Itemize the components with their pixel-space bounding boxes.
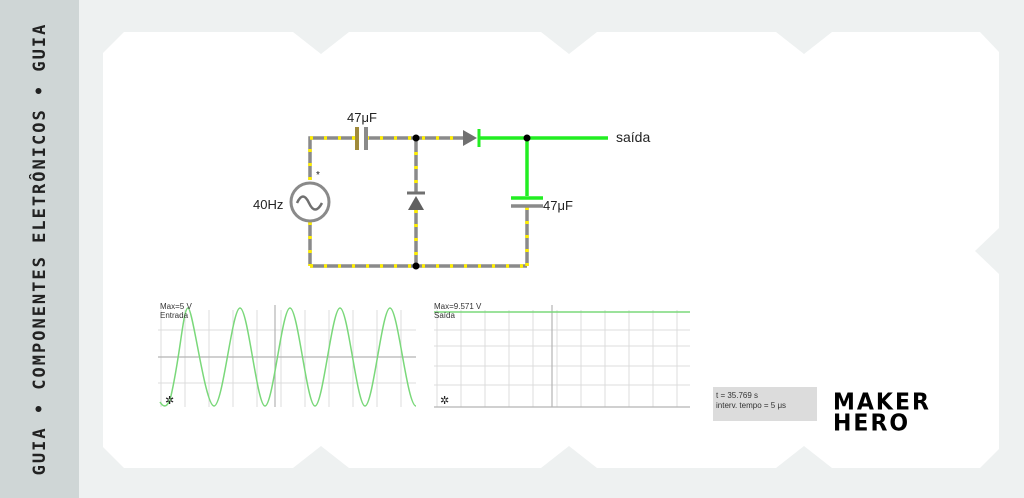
sidebar: GUIA • COMPONENTES ELETRÔNICOS • GUIA [0,0,79,498]
scope-output-grid [434,310,690,407]
logo-line-2: HERO [833,410,911,437]
scope-input-name: Entrada [160,311,189,320]
scope-input-axes [158,305,416,407]
scope-output-max: Max=9.571 V [434,302,482,311]
simulation-time: t = 35.769 s [716,391,759,400]
ac-source-icon [289,181,331,223]
capacitor-1 [355,127,368,150]
capacitor-2 [511,196,543,208]
capacitor-2-label: 47μF [543,198,573,213]
scope-input-max: Max=5 V [160,302,192,311]
output-label: saída [616,129,651,145]
scope-output-gear-icon[interactable]: ✲ [440,395,450,407]
capacitor-1-label: 47μF [347,110,377,125]
simulation-info-box: t = 35.769 s interv. tempo = 5 μs [713,387,817,421]
simulation-timestep: interv. tempo = 5 μs [716,401,787,410]
logo-line-1: MAKER [833,389,931,416]
scope-input-gear-icon[interactable]: ✲ [165,395,175,407]
current-dots [308,136,529,268]
scope-output-axes [434,305,690,408]
scope-input-trace [159,307,417,407]
scope-output-name: Saída [434,311,455,320]
diode-shunt [407,191,425,210]
maker-hero-logo: MAKER HERO [833,389,931,437]
junctions [412,134,531,270]
scope-input-info: Max=5 V Entrada [160,302,192,320]
scope-output-info: Max=9.571 V Saída [434,302,481,320]
source-frequency-label: 40Hz [253,197,284,212]
diode-series [463,129,481,147]
output-wires [480,136,608,196]
source-marker: * [316,170,320,181]
